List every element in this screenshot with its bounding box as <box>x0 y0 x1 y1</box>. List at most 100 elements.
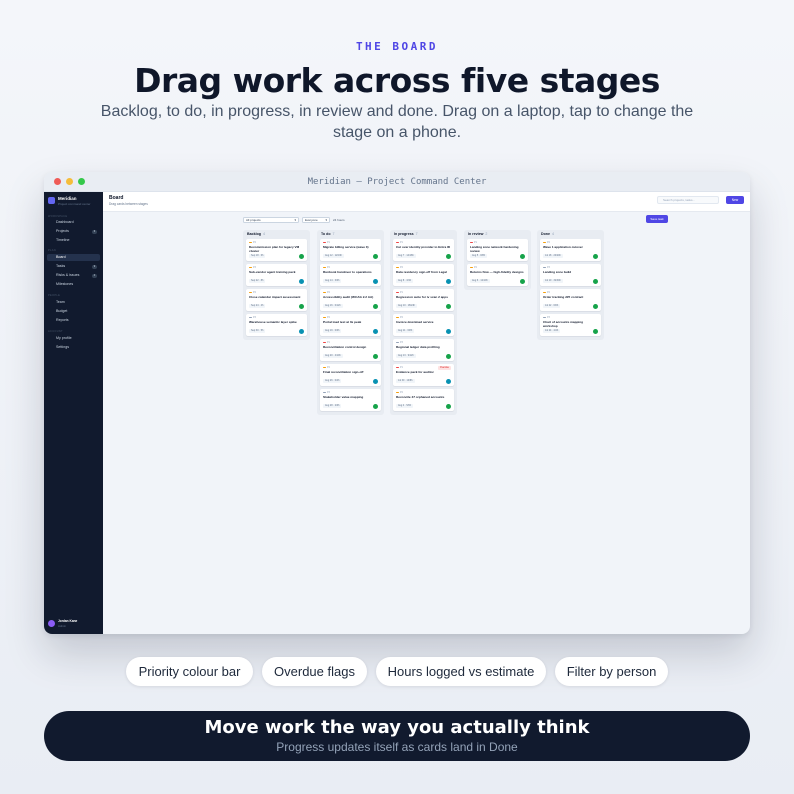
card-due-hours: Jul 30 · 10/8h <box>396 379 415 383</box>
project-filter-select[interactable]: All projects▾ <box>243 217 299 223</box>
user-role: Admin <box>58 624 66 628</box>
sidebar-item-timeline[interactable]: Timeline <box>47 237 100 244</box>
sidebar-item-settings[interactable]: Settings <box>47 344 100 351</box>
column-count: 2 <box>485 232 488 236</box>
assignee-avatar <box>446 353 451 359</box>
subhead: Backlog, to do, in progress, in review a… <box>100 103 694 141</box>
person-filter-select[interactable]: Everyone▾ <box>302 217 330 223</box>
priority-bar <box>396 367 399 369</box>
minimize-window-button[interactable] <box>66 178 73 185</box>
card-due-hours: Aug 16 · 0/12h <box>323 304 343 308</box>
nav-count-badge: 9 <box>92 264 97 269</box>
priority-label: P2 <box>474 266 477 270</box>
priority-bar <box>323 242 326 244</box>
sidebar-item-profile[interactable]: My profile <box>47 335 100 342</box>
assignee-avatar <box>373 278 378 284</box>
card-due-hours: Aug 19 · 0/6h <box>323 329 342 333</box>
card-due-hours: Sep 18 · 6h <box>249 254 266 258</box>
card-due-hours: Jul 10 · 32/30h <box>543 279 563 283</box>
assignee-avatar <box>446 378 451 384</box>
close-window-button[interactable] <box>54 178 61 185</box>
priority-bar <box>323 342 326 344</box>
maximize-window-button[interactable] <box>78 178 85 185</box>
user-profile[interactable]: Jordan Kane Admin <box>48 619 100 629</box>
assignee-avatar <box>299 278 304 284</box>
card-title: Wave 1 application cutover <box>543 245 583 249</box>
sidebar-item-dashboard[interactable]: Dashboard <box>47 219 100 226</box>
priority-bar <box>470 242 473 244</box>
card-title: Decommission plan for legacy VM cluster <box>249 245 300 253</box>
column-title: Done <box>541 232 550 236</box>
priority-label: P2 <box>327 316 330 320</box>
sidebar-item-board[interactable]: Board <box>47 254 100 261</box>
priority-bar <box>543 317 546 319</box>
card-due-hours: Sep 24 · 4h <box>249 304 266 308</box>
priority-label: P2 <box>327 366 330 370</box>
add-task-button[interactable]: Save task <box>646 215 668 223</box>
card-title: Warehouse semantic layer spike <box>249 320 297 324</box>
sidebar-item-label: Team <box>56 300 65 304</box>
priority-bar <box>323 367 326 369</box>
new-button[interactable]: New <box>726 196 744 204</box>
priority-label: P3 <box>327 391 330 395</box>
app-window: Meridian — Project Command Center Meridi… <box>44 172 750 634</box>
assignee-avatar <box>446 253 451 259</box>
assignee-avatar <box>593 253 598 259</box>
sidebar-item-reports[interactable]: Reports <box>47 317 100 324</box>
person-filter-value: Everyone <box>305 218 318 222</box>
project-filter-value: All projects <box>246 218 261 222</box>
sidebar-item-label: Board <box>56 255 66 259</box>
assignee-avatar <box>299 253 304 259</box>
assignee-avatar <box>373 403 378 409</box>
user-name: Jordan Kane <box>58 619 78 623</box>
priority-label: P2 <box>253 241 256 245</box>
sidebar-item-milestones[interactable]: Milestones <box>47 281 100 288</box>
card-title: Regression suite for iv scan 2 apps <box>396 295 448 299</box>
sidebar-item-budget[interactable]: Budget <box>47 308 100 315</box>
sidebar-item-team[interactable]: Team <box>47 299 100 306</box>
search-input[interactable]: Search projects, tasks... <box>657 196 719 204</box>
card-due-hours: Aug 26 · 0/4h <box>323 379 342 383</box>
nav-section-plan: PLAN <box>48 249 56 252</box>
card-due-hours: Jul 22 · 6/6h <box>543 304 561 308</box>
hours-filter[interactable]: 24 hours <box>333 218 345 222</box>
priority-bar <box>543 242 546 244</box>
priority-bar <box>249 242 252 244</box>
card-due-hours: Aug 4 · 5/6h <box>396 404 414 408</box>
card-title: Reconciliation control design <box>323 345 367 349</box>
eyebrow: THE BOARD <box>355 40 439 53</box>
card-due-hours: Aug 13 · 9/12h <box>396 354 416 358</box>
assignee-avatar <box>299 303 304 309</box>
nav-section-account: ACCOUNT <box>48 330 63 333</box>
nav-section-people: PEOPLE <box>48 294 61 297</box>
main-content: Board Drag cards between stages Search p… <box>103 192 750 634</box>
